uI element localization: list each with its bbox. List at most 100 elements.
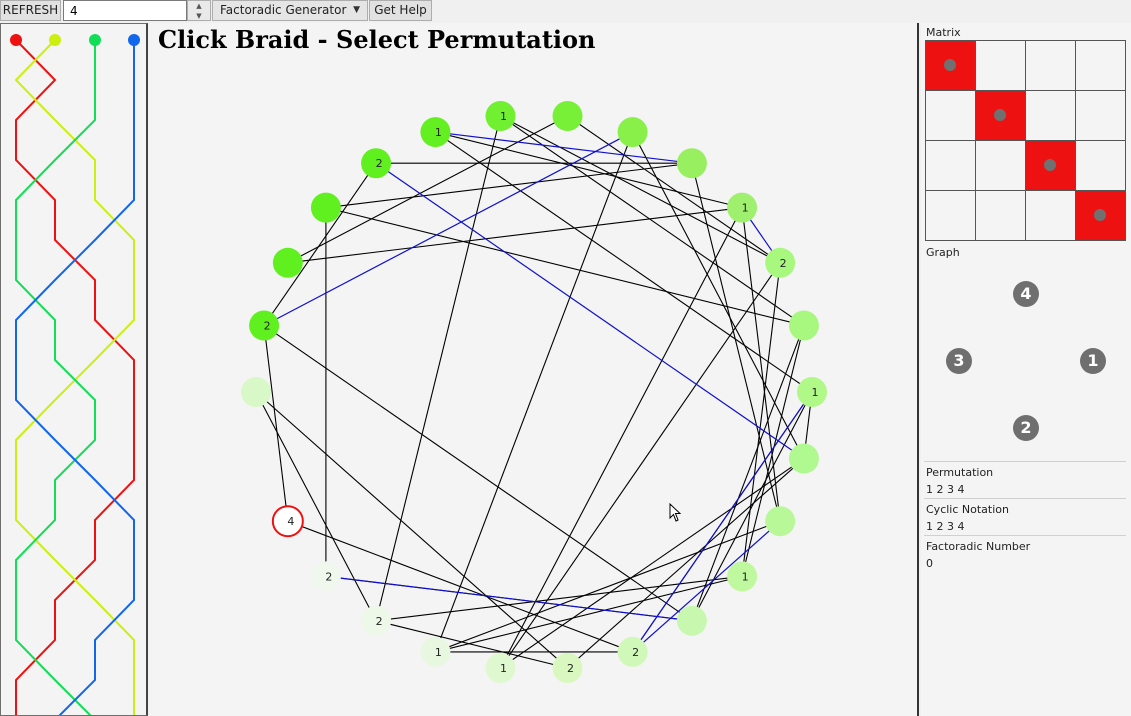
graph-edge xyxy=(500,115,805,326)
permutation-node[interactable] xyxy=(241,377,271,407)
permutation-node[interactable] xyxy=(788,443,819,474)
permutation-label: Permutation xyxy=(926,466,994,479)
permutation-node[interactable] xyxy=(271,505,304,538)
permutation-value: 1 2 3 4 xyxy=(926,483,965,496)
matrix-cell[interactable] xyxy=(925,90,976,141)
graph-edge xyxy=(500,115,781,264)
graph-edge xyxy=(567,458,805,669)
chevron-down-icon: ▼ xyxy=(353,5,360,15)
braid-strand-start xyxy=(128,34,140,46)
matrix-cell[interactable] xyxy=(975,40,1026,91)
graph-edge xyxy=(632,131,805,459)
divider xyxy=(924,498,1126,499)
matrix-cell[interactable] xyxy=(925,190,976,241)
permutation-node[interactable] xyxy=(361,148,392,179)
graph-edge xyxy=(325,575,692,622)
permutation-node[interactable] xyxy=(617,636,648,667)
graph-edge xyxy=(434,131,634,653)
node-label: 2 xyxy=(780,257,787,270)
permutation-node[interactable] xyxy=(617,117,648,148)
permutation-node[interactable] xyxy=(249,310,280,341)
braid-strand-start xyxy=(89,34,101,46)
n-input[interactable] xyxy=(63,0,187,21)
graph-edge xyxy=(263,325,693,622)
graph-node-2: 2 xyxy=(1013,415,1039,441)
permutation-node[interactable] xyxy=(310,192,341,223)
matrix-dot xyxy=(944,59,956,71)
graph-edge xyxy=(741,325,805,577)
permutation-node[interactable] xyxy=(552,652,583,683)
graph-edge xyxy=(567,115,781,264)
graph-edge xyxy=(435,575,743,653)
permutation-node[interactable] xyxy=(485,101,516,132)
permutation-node[interactable] xyxy=(676,605,707,636)
toolbar: REFRESH ▲ ▼ Factoradic Generator ▼ Get H… xyxy=(0,0,1131,22)
n-stepper[interactable]: ▲ ▼ xyxy=(187,0,211,21)
node-label: 1 xyxy=(435,646,442,659)
matrix-cell[interactable] xyxy=(1075,90,1126,141)
graph-node-3: 3 xyxy=(946,348,972,374)
stepper-down-icon[interactable]: ▼ xyxy=(196,12,202,20)
matrix-cell[interactable] xyxy=(975,140,1026,191)
permutation-node[interactable] xyxy=(727,192,758,223)
matrix-cell[interactable] xyxy=(925,140,976,191)
graph-edge xyxy=(255,391,568,669)
divider xyxy=(924,461,1126,462)
braid-strand xyxy=(15,39,135,715)
node-label: 1 xyxy=(435,126,442,139)
permutation-node[interactable] xyxy=(310,561,341,592)
graph-edge xyxy=(741,207,781,522)
graph-edge xyxy=(263,131,633,327)
graph-edge xyxy=(376,575,743,622)
permutation-node[interactable] xyxy=(765,247,796,278)
matrix-cell[interactable] xyxy=(1025,90,1076,141)
permutation-node[interactable] xyxy=(485,652,516,683)
matrix-dot xyxy=(994,109,1006,121)
permutation-node[interactable] xyxy=(797,377,827,407)
permutation-node[interactable] xyxy=(272,247,303,278)
node-label: 2 xyxy=(376,157,383,170)
refresh-button[interactable]: REFRESH xyxy=(0,0,61,21)
mode-select[interactable]: Factoradic Generator ▼ xyxy=(212,0,368,21)
matrix-cell[interactable] xyxy=(1025,40,1076,91)
permutation-node[interactable] xyxy=(788,310,819,341)
matrix-cell[interactable] xyxy=(975,190,1026,241)
graph-edge xyxy=(263,325,289,522)
graph-edge xyxy=(375,162,805,460)
permutation-node[interactable] xyxy=(676,148,707,179)
graph-edge xyxy=(691,325,805,621)
matrix-cell[interactable] xyxy=(1025,190,1076,241)
permutation-node[interactable] xyxy=(765,506,796,537)
node-label: 2 xyxy=(325,570,332,583)
graph-edge xyxy=(255,391,377,622)
permutation-node[interactable] xyxy=(727,561,758,592)
graph-node-1: 1 xyxy=(1080,348,1106,374)
matrix-cell[interactable] xyxy=(1075,140,1126,191)
graph-edge xyxy=(263,162,377,326)
graph-edge xyxy=(632,520,781,653)
braid-strand-start xyxy=(49,34,61,46)
get-help-button[interactable]: Get Help xyxy=(369,0,432,21)
braid-panel[interactable] xyxy=(0,23,148,716)
graph-edge xyxy=(435,520,781,653)
node-label: 1 xyxy=(742,570,749,583)
permutation-node[interactable] xyxy=(552,101,583,132)
graph-edge xyxy=(500,262,781,669)
permutation-node[interactable] xyxy=(420,636,451,667)
graph-edge xyxy=(741,262,781,577)
factoradic-label: Factoradic Number xyxy=(926,540,1031,553)
graph-label: Graph xyxy=(926,246,960,259)
stepper-up-icon[interactable]: ▲ xyxy=(196,2,202,10)
braid-diagram[interactable] xyxy=(1,24,147,715)
permutation-matrix[interactable] xyxy=(925,40,1127,242)
permutation-node[interactable] xyxy=(361,605,392,636)
matrix-dot xyxy=(1044,159,1056,171)
matrix-cell[interactable] xyxy=(1075,40,1126,91)
permutation-node[interactable] xyxy=(420,117,451,148)
braid-strand xyxy=(15,40,96,715)
node-label: 1 xyxy=(500,662,507,675)
graph-node-4: 4 xyxy=(1013,281,1039,307)
divider xyxy=(924,535,1126,536)
